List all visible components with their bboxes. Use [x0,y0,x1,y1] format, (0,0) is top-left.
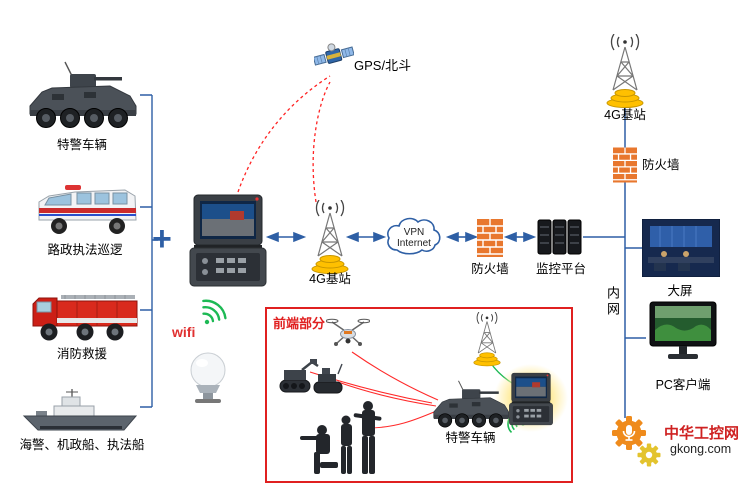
plus-sign: + [152,220,172,258]
drone-image [325,314,371,357]
patrol-ship-label: 海警、机政船、执法船 [19,438,145,452]
firewall-right-label: 防火墙 [642,158,680,172]
frontend-case-image [508,372,554,431]
pc-client-image [646,300,720,377]
monitor-platform-servers [537,216,583,261]
swat-vehicle-label: 特警车辆 [56,138,107,152]
vpn-cloud-line2: Internet [397,238,431,249]
monitor-platform-label: 监控平台 [535,262,586,276]
gps-satellite-icon [312,40,355,79]
intranet-label: 内网 [605,286,620,318]
pc-client-label: PC客户端 [655,378,711,392]
base-station-tower [300,200,360,280]
gkong-logo: 中华工控网 gkong.com [612,414,750,474]
base-station-label: 4G基站 [309,272,351,286]
logo-title: 中华工控网 [664,425,740,442]
big-screen-image [641,218,721,282]
frontend-section-box [265,307,573,483]
satellite-dish-image [183,350,233,410]
frontend-swat-vehicle-image [428,378,513,436]
wifi-label: wifi [172,324,196,340]
gps-label: GPS/北斗 [354,58,412,73]
frontend-section-title: 前端部分 [273,316,326,331]
police-van-image [35,178,140,245]
gkong-gear-icon [612,416,661,467]
frontend-swat-vehicle-label: 特警车辆 [445,431,496,445]
vpn-cloud: VPN Internet [383,214,445,262]
patrol-ship-image [20,388,140,441]
logo-domain: gkong.com [670,442,732,456]
swat-vehicle-image [22,58,142,138]
firewall-label: 防火墙 [471,262,509,276]
police-van-label: 路政执法巡逻 [47,243,123,257]
portable-command-case-image [188,193,268,293]
vpn-cloud-line1: VPN [403,227,425,238]
wifi-icon [185,293,229,340]
frontend-tower-icon [465,312,509,372]
firewall-icon [477,219,503,262]
base-station-right-label: 4G基站 [604,108,646,122]
firewall-right-icon [613,147,637,188]
big-screen-label: 大屏 [667,284,693,298]
soldiers-image [296,396,396,485]
fire-truck-image [27,282,142,349]
base-station-tower-right [595,34,655,114]
fire-truck-label: 消防救援 [56,347,107,361]
